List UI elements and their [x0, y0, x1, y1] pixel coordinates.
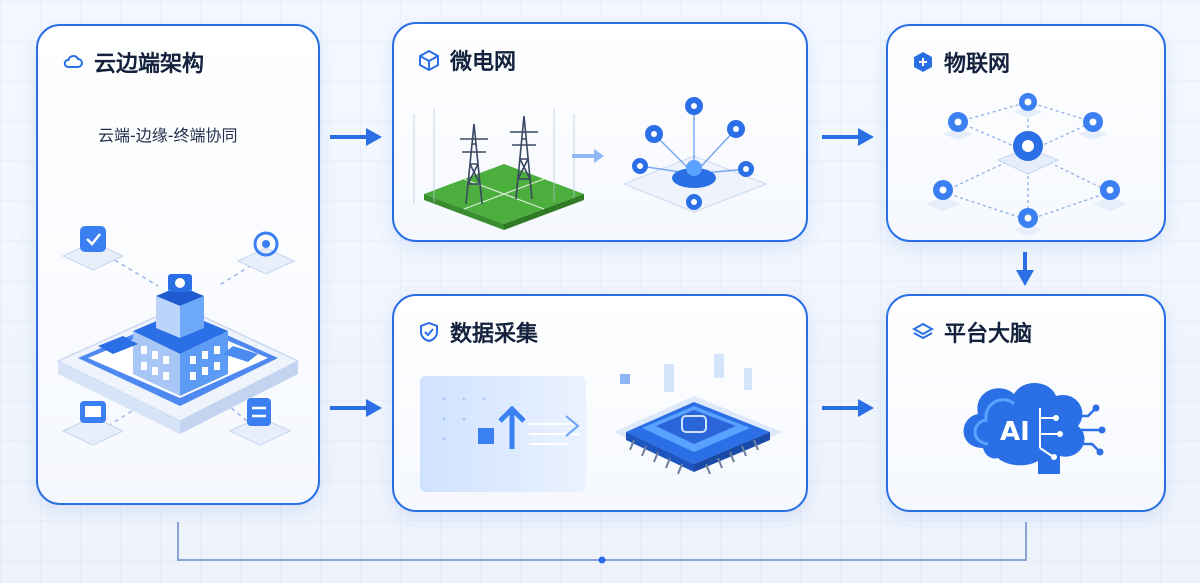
ai-brain-illustration: AI [963, 382, 1106, 474]
platform-brain-title: 平台大脑 [912, 316, 1032, 348]
platform-brain-card: 平台大脑 AI [886, 294, 1166, 512]
microgrid-illustration [413, 97, 768, 230]
arrow-microgrid-to-iot [822, 128, 874, 146]
layers-icon [912, 321, 934, 343]
cloud-edge-title-text: 云边端架构 [94, 52, 205, 77]
data-collection-illustration [420, 354, 782, 492]
data-collection-card: 数据采集 [392, 294, 808, 512]
cloud-icon [62, 51, 84, 73]
ai-label: AI [1000, 417, 1030, 447]
microgrid-card: 微电网 [392, 22, 808, 242]
cloud-edge-illustration [56, 226, 300, 446]
microgrid-title-text: 微电网 [450, 50, 517, 75]
iot-illustration [926, 93, 1127, 236]
arrow-cloud-to-microgrid [330, 128, 382, 146]
data-collection-title: 数据采集 [418, 316, 538, 348]
iot-card: 物联网 [886, 24, 1166, 242]
cube-icon [418, 49, 440, 71]
arrow-cloud-to-data [330, 399, 382, 417]
microgrid-title: 微电网 [418, 44, 516, 76]
arrow-iot-to-brain [1016, 252, 1034, 286]
cloud-edge-card: 云边端架构 云端-边缘-终端协同 [36, 24, 320, 505]
platform-brain-title-text: 平台大脑 [944, 322, 1033, 347]
data-collection-title-text: 数据采集 [450, 322, 539, 347]
arrow-data-to-brain [822, 399, 874, 417]
hex-network-icon [912, 51, 934, 73]
shield-check-icon [418, 321, 440, 343]
iot-title: 物联网 [912, 46, 1010, 78]
cloud-edge-title: 云边端架构 [62, 46, 204, 78]
iot-title-text: 物联网 [944, 52, 1011, 77]
cloud-edge-subtitle: 云端-边缘-终端协同 [98, 126, 238, 145]
